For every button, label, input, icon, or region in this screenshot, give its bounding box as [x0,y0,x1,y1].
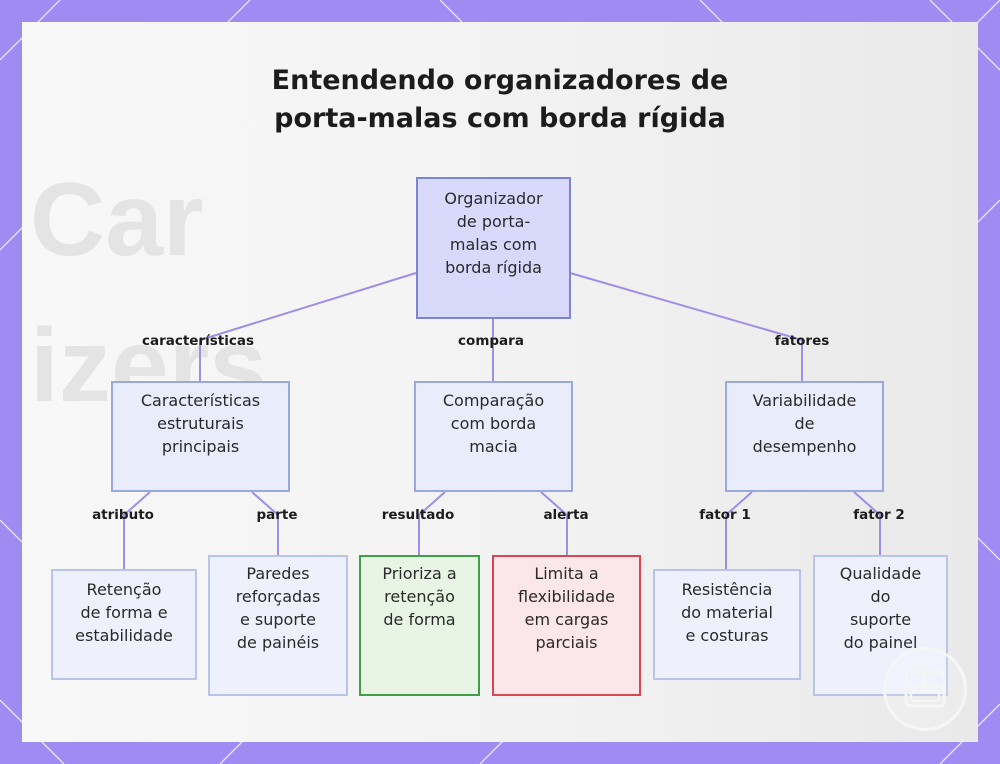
node-root[interactable]: Organizador de porta- malas com borda rí… [416,177,571,319]
title-line-1: Entendendo organizadores de [271,65,729,96]
node-prioriza[interactable]: Prioriza a retenção de forma [359,555,480,696]
organizer-logo-icon [883,647,967,731]
node-retencao-line: de forma e [80,603,168,622]
node-retencao[interactable]: Retenção de forma e estabilidade [51,569,197,680]
node-limita[interactable]: Limita a flexibilidade em cargas parciai… [492,555,641,696]
node-limita-line: em cargas [524,610,609,629]
node-prioriza-line: de forma [383,610,456,629]
edge-alerta [540,491,568,556]
node-paredes[interactable]: Paredes reforçadas e suporte de painéis [208,555,348,696]
node-comparacao-line: com borda [450,414,537,433]
node-paredes-line: e suporte [239,610,317,629]
edge-label-alerta: alerta [543,507,589,523]
edge-root-variabilidade [569,272,803,382]
node-caracteristicas-line: Características [140,391,261,410]
node-prioriza-line: retenção [384,587,455,606]
edge-label-atributo: atributo [92,507,154,523]
node-paredes-line: reforçadas [235,587,321,606]
watermark-text-1: Car [30,162,204,278]
node-prioriza-line: Prioriza a [382,564,457,583]
edge-root-caracteristicas [199,272,417,382]
node-root-line: de porta- [456,212,531,231]
node-caracteristicas-line: estruturais [157,414,244,433]
node-resistencia-line: do material [681,603,773,622]
edge-label-fator1: fator 1 [699,507,751,523]
edge-parte [251,491,279,556]
node-qualidade-line: do painel [843,633,918,652]
node-root-line: malas com [449,235,538,254]
node-root-line: borda rígida [445,258,542,277]
node-qualidade-line: suporte [849,610,912,629]
edge-label-resultado: resultado [381,507,455,523]
node-limita-line: flexibilidade [517,587,615,606]
node-variabilidade-line: desempenho [752,437,857,456]
node-resistencia-line: Resistência [681,580,773,599]
edge-label-fator2: fator 2 [853,507,905,523]
edge-fator1 [725,491,753,570]
edge-fator2 [853,491,881,556]
node-limita-line: parciais [535,633,598,652]
edge-resultado [418,491,446,556]
edge-label-caracteristicas: características [141,333,255,349]
diagram-title: Entendendo organizadores de porta-malas … [0,62,1000,138]
node-variabilidade-line: Variabilidade [752,391,857,410]
title-line-2: porta-malas com borda rígida [274,103,726,134]
node-resistencia-line: e costuras [685,626,769,645]
node-qualidade-line: do [870,587,891,606]
node-comparacao-line: macia [469,437,518,456]
edge-atributo [123,491,151,570]
node-paredes-line: de painéis [236,633,320,652]
node-caracteristicas[interactable]: Características estruturais principais [111,381,290,492]
node-variabilidade-line: de [794,414,815,433]
node-comparacao-line: Comparação [442,391,545,410]
node-qualidade[interactable]: Qualidade do suporte do painel [813,555,948,696]
edge-label-fatores: fatores [774,333,830,349]
edge-label-compara: compara [458,333,524,349]
node-caracteristicas-line: principais [161,437,240,456]
node-limita-line: Limita a [534,564,599,583]
node-comparacao[interactable]: Comparação com borda macia [414,381,573,492]
edge-label-parte: parte [256,507,298,523]
node-retencao-line: estabilidade [75,626,173,645]
node-retencao-line: Retenção [86,580,162,599]
node-root-line: Organizador [444,189,543,208]
node-paredes-line: Paredes [246,564,310,583]
node-variabilidade[interactable]: Variabilidade de desempenho [725,381,884,492]
node-resistencia[interactable]: Resistência do material e costuras [653,569,801,680]
node-qualidade-line: Qualidade [839,564,922,583]
